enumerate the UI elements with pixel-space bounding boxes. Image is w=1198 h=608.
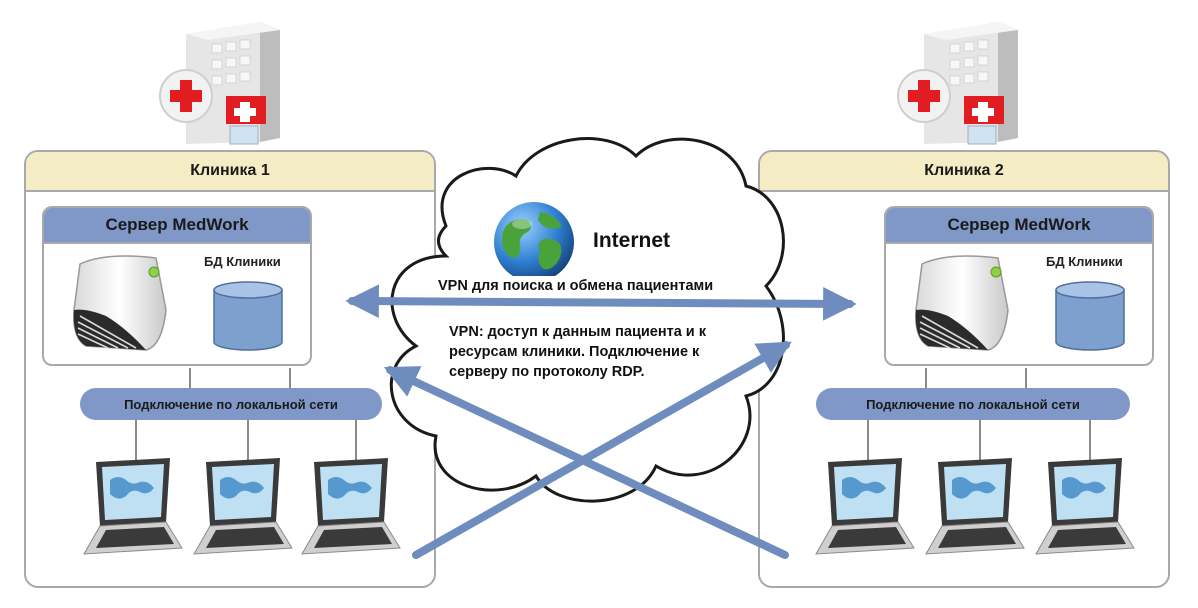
vpn-access-arrow-right bbox=[412, 341, 792, 559]
laptop-icon bbox=[925, 458, 1025, 555]
server-tower-icon bbox=[915, 255, 1009, 351]
clinic-1-server-box: Сервер MedWork БД Клиники bbox=[42, 206, 312, 366]
clinic-2-server-box: Сервер MedWork БД Клиники bbox=[884, 206, 1154, 366]
clinic-2-db-label: БД Клиники bbox=[1046, 254, 1123, 269]
vpn-search-arrow bbox=[345, 284, 857, 321]
vpn-access-line-3: серверу по протоколу RDP. bbox=[449, 364, 645, 380]
database-cylinder-icon bbox=[213, 281, 283, 351]
clinic-1-lan-bar: Подключение по локальной сети bbox=[80, 388, 382, 420]
laptop-icon bbox=[1035, 458, 1135, 555]
vpn-access-line-1: VPN: доступ к данным пациента и к bbox=[449, 324, 706, 340]
clinic-2-server-title: Сервер MedWork bbox=[886, 208, 1152, 244]
vpn-access-line-2: ресурсам клиники. Подключение к bbox=[449, 344, 700, 360]
clinic-1-db-label: БД Клиники bbox=[204, 254, 281, 269]
laptop-icon bbox=[83, 458, 183, 555]
globe-icon bbox=[494, 202, 574, 282]
clinic-2-title: Клиника 2 bbox=[760, 152, 1168, 192]
hospital-building-icon bbox=[897, 22, 1018, 145]
clinic-1-server-title: Сервер MedWork bbox=[44, 208, 310, 244]
internet-label: Internet bbox=[593, 229, 671, 252]
vpn-access-label: VPN: доступ к данным пациента и к ресурс… bbox=[449, 322, 706, 382]
laptop-icon bbox=[815, 458, 915, 555]
vpn-access-arrow-left bbox=[383, 366, 789, 559]
vpn-search-label: VPN для поиска и обмена пациентами bbox=[436, 276, 716, 296]
server-tower-icon bbox=[73, 255, 167, 351]
database-cylinder-icon bbox=[1055, 281, 1125, 351]
laptop-icon bbox=[193, 458, 293, 555]
clinic-1-panel: Клиника 1 Сервер MedWork БД Клиники bbox=[24, 150, 436, 588]
clinic-2-lan-bar: Подключение по локальной сети bbox=[816, 388, 1130, 420]
laptop-icon bbox=[301, 458, 401, 555]
clinic-1-title: Клиника 1 bbox=[26, 152, 434, 192]
hospital-building-icon bbox=[159, 22, 280, 145]
